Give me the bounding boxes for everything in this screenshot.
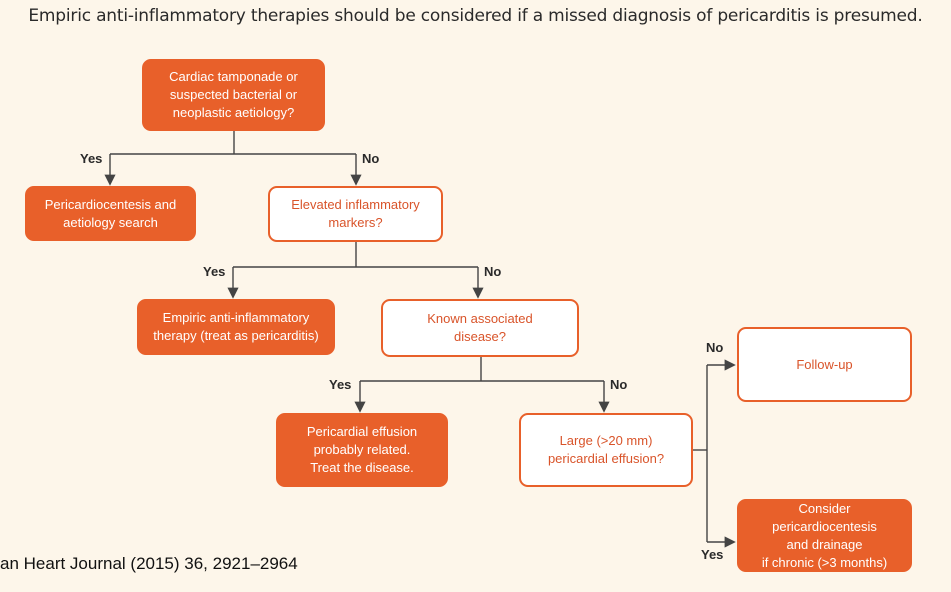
node-inflammatory-markers: Elevated inflammatory markers? bbox=[268, 186, 443, 242]
node-empiric-therapy: Empiric anti-inflammatory therapy (treat… bbox=[137, 299, 335, 355]
node-pericardiocentesis: Pericardiocentesis and aetiology search bbox=[25, 186, 196, 241]
diagram-title: Empiric anti-inflammatory therapies shou… bbox=[28, 6, 923, 26]
label-no-1: No bbox=[362, 151, 380, 166]
node-large-effusion: Large (>20 mm) pericardial effusion? bbox=[519, 413, 693, 487]
node-known-disease: Known associated disease? bbox=[381, 299, 579, 357]
node-consider-drainage: Consider pericardiocentesis and drainage… bbox=[737, 499, 912, 572]
label-no-3: No bbox=[610, 377, 628, 392]
label-yes-3: Yes bbox=[329, 377, 352, 392]
label-no-2: No bbox=[484, 264, 502, 279]
node-tamponade: Cardiac tamponade or suspected bacterial… bbox=[142, 59, 325, 131]
node-follow-up: Follow-up bbox=[737, 327, 912, 402]
label-yes-2: Yes bbox=[203, 264, 226, 279]
label-yes-1: Yes bbox=[80, 151, 103, 166]
node-effusion-related: Pericardial effusion probably related. T… bbox=[276, 413, 448, 487]
label-yes-4: Yes bbox=[701, 547, 724, 562]
label-no-4: No bbox=[706, 340, 724, 355]
citation: an Heart Journal (2015) 36, 2921–2964 bbox=[0, 554, 298, 573]
